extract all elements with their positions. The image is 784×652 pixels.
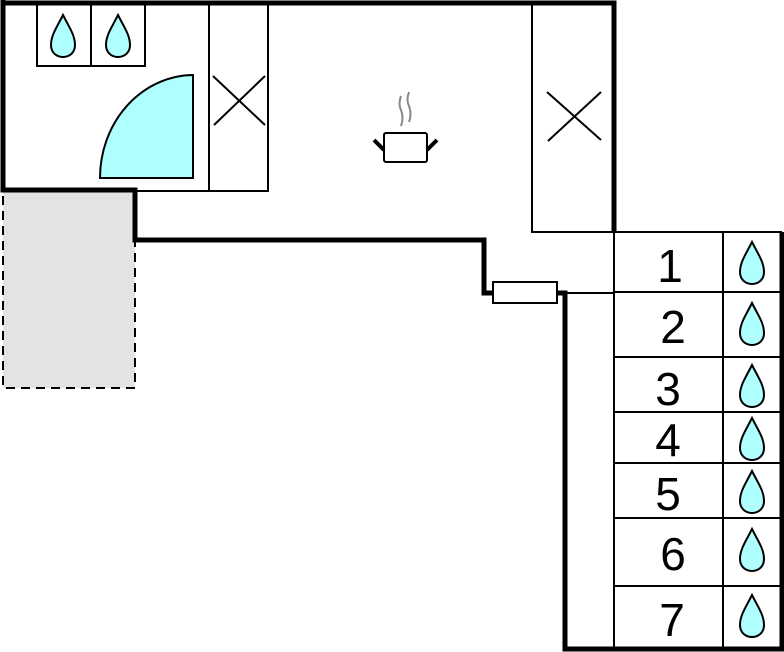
room-label-5: 5 (655, 468, 681, 520)
room-label-6: 6 (660, 528, 686, 580)
water-drop-icon (739, 241, 765, 285)
sink-column (613, 231, 782, 649)
door-icon (492, 281, 558, 304)
bathroom (3, 2, 269, 192)
room-drops (739, 241, 765, 638)
room-label-2: 2 (660, 301, 686, 353)
water-drop-icon (739, 302, 765, 346)
terrace (2, 189, 136, 389)
room-label-7: 7 (659, 594, 685, 646)
room-label-3: 3 (655, 363, 681, 415)
cooking-pot-icon (372, 91, 439, 163)
water-drop-icon (739, 470, 765, 514)
cabinet-icon (208, 2, 269, 192)
room-numbers: 1 2 3 4 5 6 7 (655, 240, 686, 646)
shower-icon (98, 73, 194, 179)
water-drop-icon (739, 594, 765, 638)
water-drop-icon (739, 417, 765, 461)
kitchen (372, 2, 615, 233)
water-drop-icon (739, 528, 765, 572)
room-label-4: 4 (655, 414, 681, 466)
water-drop-icon (739, 364, 765, 408)
room-label-1: 1 (657, 240, 683, 292)
